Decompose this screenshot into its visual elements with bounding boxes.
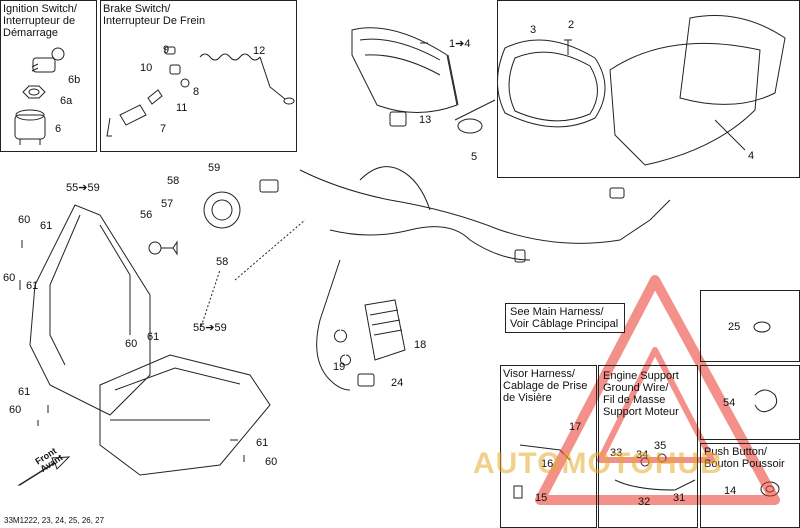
gauge-bezel-icon xyxy=(497,39,606,128)
ignition-switch-body-icon xyxy=(14,109,46,145)
label-61-e: 61 xyxy=(256,437,269,449)
o-ring-25-icon xyxy=(753,321,771,333)
o-ring-box xyxy=(700,290,800,362)
label-60-e: 60 xyxy=(265,456,278,468)
label-58-lower: 58 xyxy=(216,256,229,268)
label-9: 9 xyxy=(163,44,170,56)
ignition-nut-icon xyxy=(22,85,46,99)
label-61-c: 61 xyxy=(147,331,160,343)
label-24: 24 xyxy=(391,377,404,389)
voltage-regulator-icon xyxy=(334,299,406,366)
label-61-a: 61 xyxy=(40,220,53,232)
label-1-4: 1➔4 xyxy=(449,38,471,50)
watermark-text: AUTOMOTOHUB xyxy=(473,447,723,480)
watermark-logo-icon xyxy=(535,275,780,505)
brake-switch-box xyxy=(100,0,297,152)
label-55-59-upper: 55➔59 xyxy=(66,182,100,194)
label-19: 19 xyxy=(333,361,346,373)
label-35: 35 xyxy=(654,440,667,452)
label-13: 13 xyxy=(419,114,432,126)
label-4: 4 xyxy=(748,150,755,162)
front-arrow-icon xyxy=(17,456,71,486)
headlight-left-icon xyxy=(29,204,151,416)
label-25: 25 xyxy=(728,321,741,333)
label-17: 17 xyxy=(569,421,582,433)
screw-2-icon xyxy=(564,39,572,55)
label-60-b: 60 xyxy=(3,272,16,284)
label-5: 5 xyxy=(471,151,478,163)
label-18: 18 xyxy=(414,339,427,351)
ignition-switch-title: Ignition Switch/ Interrupteur de Démarra… xyxy=(3,3,77,39)
gauge-detail-box xyxy=(497,0,800,178)
label-6b: 6b xyxy=(68,74,81,86)
label-14: 14 xyxy=(724,485,737,497)
label-16: 16 xyxy=(541,458,554,470)
label-32: 32 xyxy=(638,496,651,508)
headlight-bulb-icon xyxy=(148,240,178,256)
brake-switch-title: Brake Switch/ Interrupteur De Frein xyxy=(103,3,206,27)
label-56: 56 xyxy=(140,209,153,221)
visor-harness-title: Visor Harness/ Cablage de Prise de Visiè… xyxy=(503,368,588,404)
label-57: 57 xyxy=(161,198,174,210)
ignition-key-icon xyxy=(31,47,65,73)
headlight-lower-icon xyxy=(99,354,271,476)
gauge-cluster-icon xyxy=(351,27,459,113)
connector-24-icon xyxy=(357,373,375,387)
label-6: 6 xyxy=(55,123,62,135)
headlight-ring-icon xyxy=(203,191,241,229)
clip-54-icon xyxy=(754,389,778,413)
label-59: 59 xyxy=(208,162,221,174)
brake-coil-cable-icon xyxy=(199,53,295,105)
main-harness-icon xyxy=(259,166,671,391)
label-54: 54 xyxy=(723,397,736,409)
label-12: 12 xyxy=(253,45,266,57)
label-11: 11 xyxy=(176,102,188,114)
label-60-d: 60 xyxy=(9,404,22,416)
push-button-title: Push Button/ Bouton Poussoir xyxy=(704,446,785,470)
label-60-c: 60 xyxy=(125,338,138,350)
gauge-housing-icon xyxy=(609,15,786,166)
label-61-b: 61 xyxy=(26,280,39,292)
label-61-d: 61 xyxy=(18,386,31,398)
label-7: 7 xyxy=(160,123,167,135)
reference-code: 33M1222, 23, 24, 25, 26, 27 xyxy=(4,516,105,525)
ground-wire-title: Engine Support Ground Wire/ Fil de Masse… xyxy=(603,370,679,418)
clip-box xyxy=(700,365,800,440)
label-15: 15 xyxy=(535,492,548,504)
cap-5-icon xyxy=(457,118,483,134)
label-6a: 6a xyxy=(60,95,73,107)
brake-switch-part-icon xyxy=(106,46,190,137)
label-31: 31 xyxy=(673,492,686,504)
main-harness-callout: See Main Harness/ Voir Câblage Principal xyxy=(505,303,625,333)
label-60-a: 60 xyxy=(18,214,31,226)
label-34: 34 xyxy=(636,449,649,461)
screw-hardware-icon xyxy=(19,240,245,462)
label-2: 2 xyxy=(568,19,575,31)
switch-13-icon xyxy=(389,111,407,127)
label-58-upper: 58 xyxy=(167,175,180,187)
label-10: 10 xyxy=(140,62,153,74)
label-33: 33 xyxy=(610,447,623,459)
label-8: 8 xyxy=(193,86,200,98)
ignition-switch-box xyxy=(0,0,97,152)
label-3: 3 xyxy=(530,24,537,36)
label-55-59-lower: 55➔59 xyxy=(193,322,227,334)
